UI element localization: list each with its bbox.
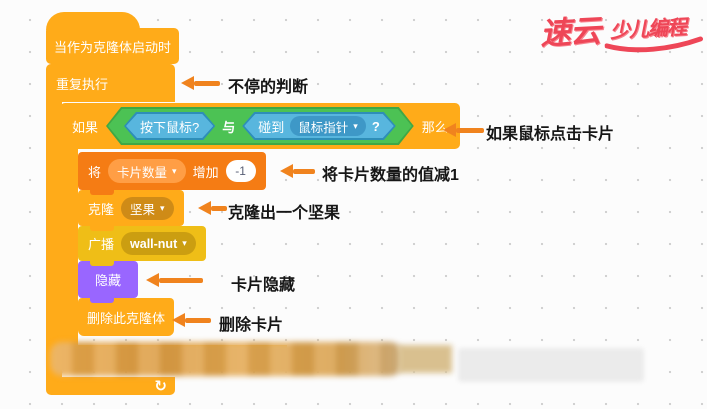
forever-block-left-wall[interactable]: [46, 100, 62, 377]
censored-blur-region-middle: [398, 345, 452, 373]
broadcast-message-value: wall-nut: [130, 236, 178, 251]
and-operator-label: 与: [222, 119, 236, 135]
touching-dropdown-value: 鼠标指针: [298, 120, 349, 135]
create-clone-block[interactable]: 克隆 坚果 ▾: [78, 190, 184, 231]
then-label: 那么: [421, 119, 448, 135]
broadcast-message-dropdown[interactable]: wall-nut ▾: [121, 232, 196, 255]
annotation-arrow-icon: [280, 164, 315, 178]
broadcast-block[interactable]: 广播 wall-nut ▾: [78, 226, 206, 266]
annotation-arrow-icon: [443, 123, 484, 137]
annotation-arrow-icon: [146, 273, 203, 287]
annotation-clone: 克隆出一个坚果: [228, 205, 341, 222]
delete-this-clone-block[interactable]: 删除此克隆体: [78, 298, 175, 336]
annotation-delete-clone: 删除卡片: [219, 317, 284, 334]
mouse-down-label: 按下鼠标?: [140, 119, 200, 135]
if-then-block[interactable]: 如果 按下鼠标? 与 碰到 鼠标指针 ▾ ?: [60, 103, 460, 149]
touching-label: 碰到: [258, 119, 285, 135]
clone-label: 克隆: [88, 201, 115, 217]
annotation-forever: 不停的判断: [228, 79, 309, 96]
dropdown-caret-icon: ▾: [160, 202, 165, 213]
hide-block[interactable]: 隐藏: [78, 261, 139, 303]
forever-block-header[interactable]: 重复执行: [46, 64, 175, 102]
forever-label: 重复执行: [56, 76, 109, 92]
annotation-hide: 卡片隐藏: [231, 277, 296, 294]
annotation-change-var: 将卡片数量的值减1: [322, 167, 459, 184]
broadcast-label: 广播: [88, 237, 115, 252]
dropdown-caret-icon: ▾: [182, 238, 187, 248]
change-variable-by-label: 增加: [192, 164, 219, 180]
clone-target-dropdown[interactable]: 坚果 ▾: [121, 196, 174, 220]
brand-watermark: 速云 少儿编程: [537, 0, 707, 64]
touching-question-mark: ?: [371, 118, 380, 134]
change-variable-prefix: 将: [88, 164, 102, 180]
annotation-if-row: 如果鼠标点击卡片: [486, 126, 615, 143]
censored-blur-region-left: [50, 342, 402, 376]
touching-dropdown[interactable]: 鼠标指针 ▾: [290, 116, 366, 136]
loop-arrow-icon: ↻: [154, 377, 167, 395]
hide-label: 隐藏: [95, 273, 122, 288]
forever-block-bottom[interactable]: ↻: [46, 377, 175, 395]
delete-this-clone-label: 删除此克隆体: [87, 310, 166, 326]
dropdown-caret-icon: ▾: [172, 165, 177, 176]
change-variable-value-input[interactable]: -1: [225, 160, 256, 182]
when-start-as-clone-block[interactable]: 当作为克隆体启动时: [46, 12, 180, 64]
annotation-arrow-icon: [172, 313, 211, 327]
clone-target-value: 坚果: [130, 202, 156, 217]
touching-block[interactable]: 碰到 鼠标指针 ▾ ?: [242, 112, 396, 140]
mouse-down-block[interactable]: 按下鼠标?: [124, 112, 215, 140]
dropdown-caret-icon: ▾: [353, 120, 358, 131]
variable-dropdown[interactable]: 卡片数量 ▾: [108, 159, 186, 183]
logo-text-main: 速云: [539, 13, 601, 52]
variable-dropdown-value: 卡片数量: [117, 165, 168, 180]
when-start-as-clone-label: 当作为克隆体启动时: [54, 39, 172, 55]
change-variable-block[interactable]: 将 卡片数量 ▾ 增加 -1: [78, 152, 266, 195]
if-block-left-wall[interactable]: [62, 148, 78, 345]
censored-blur-region-right: [458, 348, 644, 382]
annotation-arrow-icon: [181, 76, 220, 90]
annotation-arrow-icon: [198, 201, 227, 215]
and-operator-block[interactable]: 按下鼠标? 与 碰到 鼠标指针 ▾ ?: [106, 107, 414, 145]
logo-underline-swoosh: [604, 36, 704, 53]
if-label: 如果: [72, 119, 99, 135]
